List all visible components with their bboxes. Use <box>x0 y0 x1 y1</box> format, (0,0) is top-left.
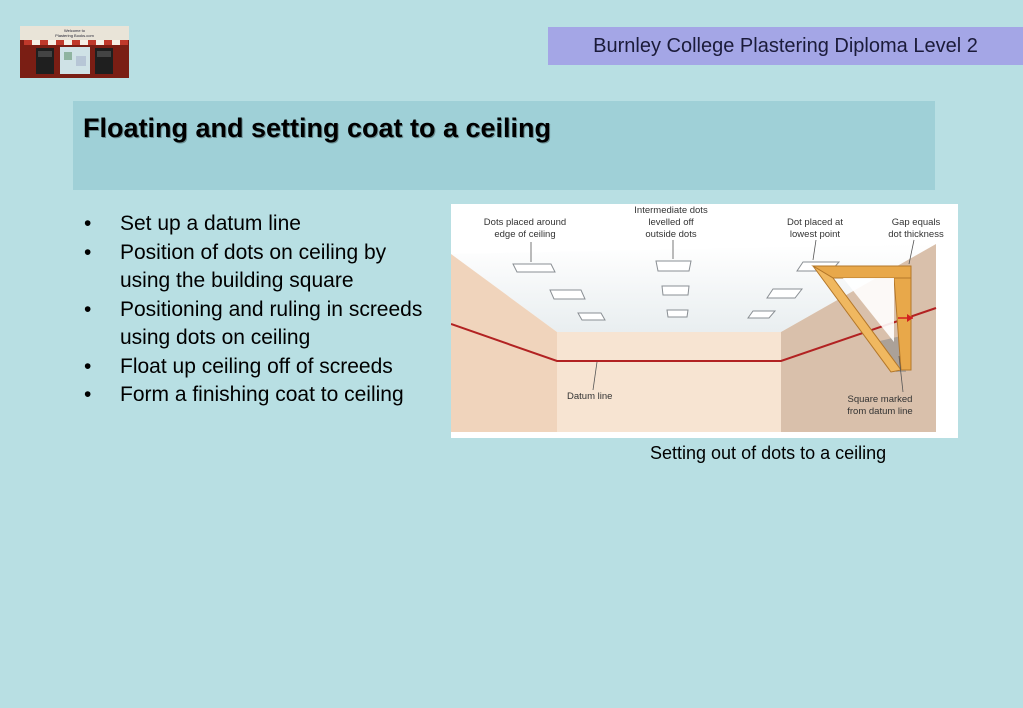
ceiling-dots-diagram: Dots placed around edge of ceiling Inter… <box>450 204 958 438</box>
course-title-text: Burnley College Plastering Diploma Level… <box>593 35 978 57</box>
logo-text-line1: Welcome to <box>64 28 86 33</box>
logo-text-line2: Plastering Books.com <box>55 33 94 38</box>
label-intermediate-3: outside dots <box>645 229 696 240</box>
label-gap-1: Gap equals <box>892 217 941 228</box>
figure-caption: Setting out of dots to a ceiling <box>650 443 887 463</box>
bullet-item: Position of dots on ceiling by using the… <box>82 239 442 296</box>
bullet-item: Float up ceiling off of screeds <box>82 353 442 382</box>
site-logo: Welcome to Plastering Books.com <box>20 26 129 78</box>
label-square-1: Square marked <box>848 394 913 405</box>
label-dots-edge-1: Dots placed around <box>484 217 566 228</box>
slide-title: Floating and setting coat to a ceiling <box>83 113 552 143</box>
datum-line <box>450 307 937 362</box>
bullet-item: Set up a datum line <box>82 210 442 239</box>
bullet-item: Positioning and ruling in screeds using … <box>82 296 442 353</box>
label-square-2: from datum line <box>847 406 912 417</box>
ceiling-dots-illustration: Dots placed around edge of ceiling Inter… <box>450 204 958 438</box>
label-lowest-1: Dot placed at <box>787 217 843 228</box>
bullet-list: Set up a datum line Position of dots on … <box>82 210 442 410</box>
shopfront-logo-image: Welcome to Plastering Books.com <box>20 26 129 78</box>
course-title-banner: Burnley College Plastering Diploma Level… <box>548 27 1023 65</box>
bullet-item: Form a finishing coat to ceiling <box>82 381 442 410</box>
label-dots-edge-2: edge of ceiling <box>494 229 555 240</box>
label-datum: Datum line <box>567 391 612 402</box>
label-intermediate-2: levelled off <box>648 217 694 228</box>
label-lowest-2: lowest point <box>790 229 841 240</box>
label-gap-2: dot thickness <box>888 229 944 240</box>
slide-title-box: Floating and setting coat to a ceiling <box>73 101 935 190</box>
ceiling-dots <box>512 260 841 321</box>
label-intermediate-1: Intermediate dots <box>634 205 708 216</box>
building-square-icon <box>811 265 913 373</box>
